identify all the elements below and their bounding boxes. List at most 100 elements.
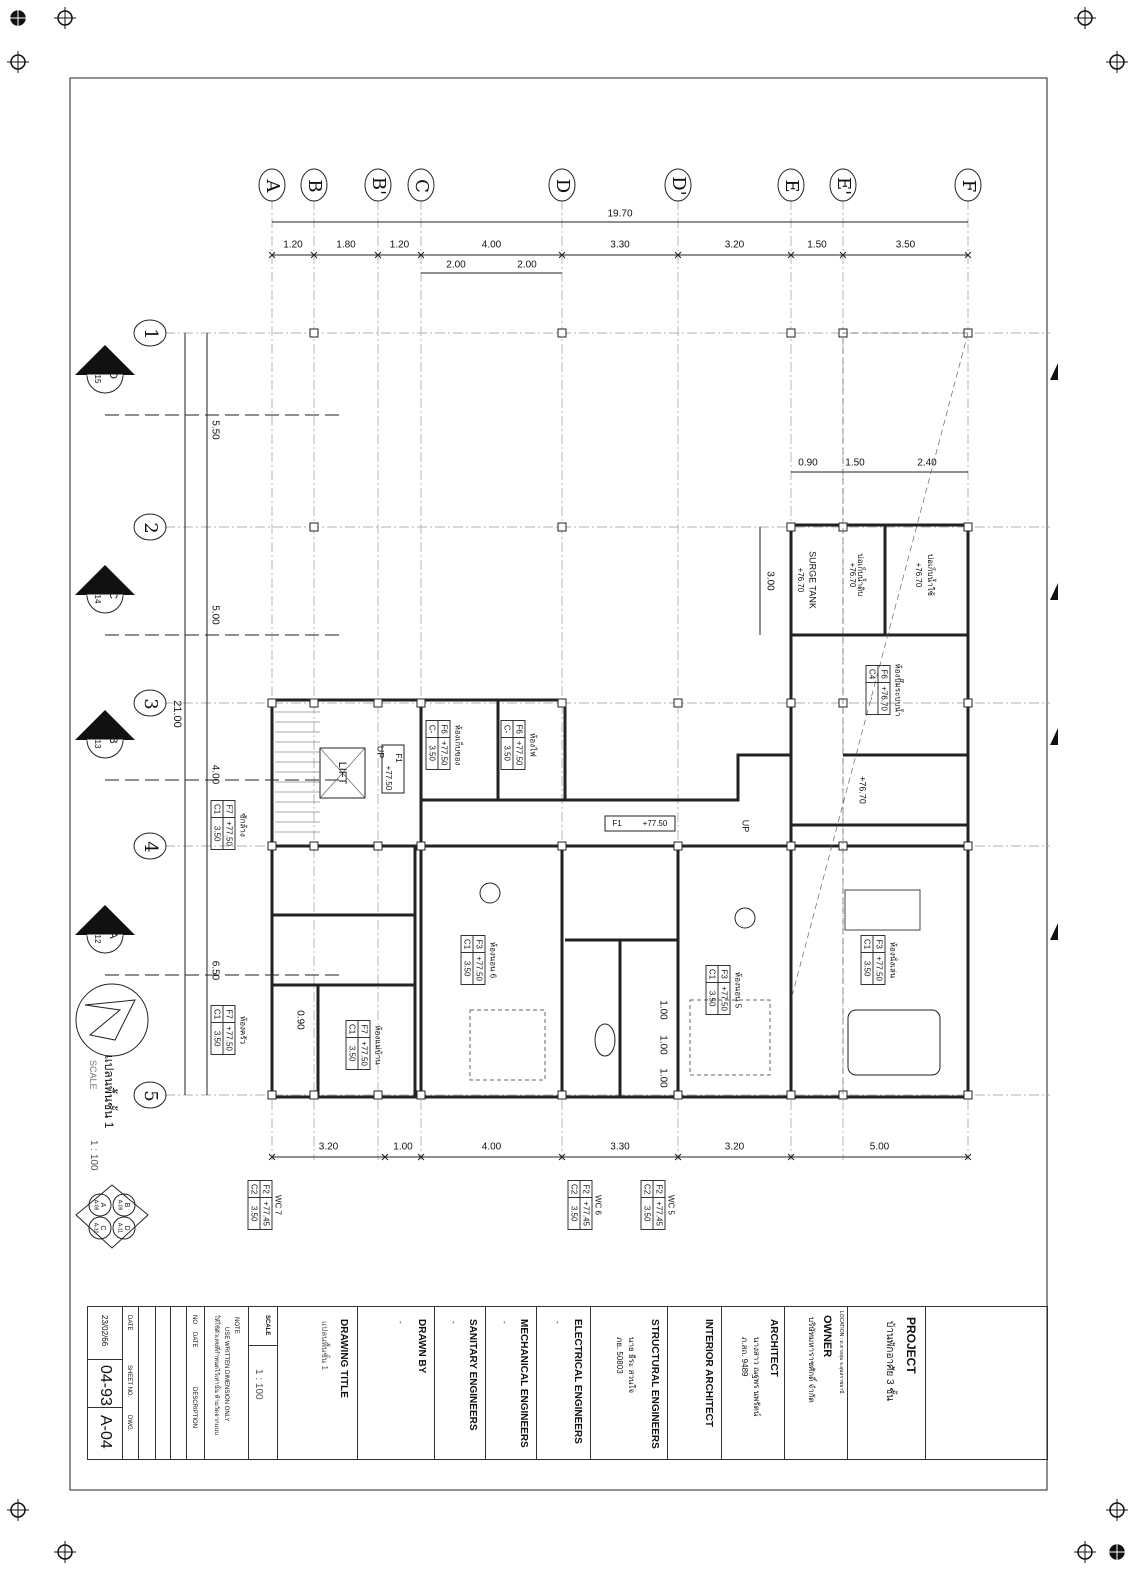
ceiling-height: 3.50: [211, 817, 223, 850]
dimension-label: 0.90: [798, 458, 818, 469]
floor-level: +77.50: [223, 817, 235, 850]
key-plan-sheet: A-08: [93, 1200, 99, 1211]
dimension-label: 2.00: [517, 260, 537, 271]
key-plan-diamond: [75, 1184, 149, 1249]
note-cell: NOTE USE WRITTEN DIMENSION ONLY ให้ใช้ตั…: [205, 1307, 249, 1459]
note-text-en: USE WRITTEN DIMENSION ONLY: [223, 1327, 229, 1422]
dimension-label: 5.50: [209, 420, 220, 440]
floor-code: F6: [513, 720, 525, 738]
structural-column: [267, 841, 277, 851]
rev-no-label: NO: [191, 1315, 197, 1324]
north-arrow-icon: [75, 983, 149, 1057]
structural-column: [416, 1090, 426, 1100]
grid-bubble-column: [954, 168, 982, 202]
structural-column: [557, 328, 567, 338]
dimension-label: 1.00: [657, 1035, 668, 1055]
grid-label-column: B: [304, 179, 325, 192]
floor-level: +76.70: [878, 682, 890, 715]
grid-bubble-column: [548, 168, 576, 202]
level-value: +76.70: [858, 776, 868, 804]
structural-column: [557, 1090, 567, 1100]
mechanical-value: -: [500, 1321, 509, 1324]
dimension-label: 1.20: [390, 240, 410, 251]
grid-bubble-column: [407, 168, 435, 202]
level-code: F1: [394, 753, 403, 763]
grid-bubble-column: [364, 168, 392, 202]
structural-value: นาย ธีระ สวนใจ: [627, 1337, 636, 1394]
structural-column: [963, 698, 973, 708]
structural-column: [673, 1090, 683, 1100]
sanitary-value: -: [449, 1321, 458, 1324]
grid-label-row: 2: [140, 522, 161, 533]
structural-column: [373, 1090, 383, 1100]
dimension-tick: [417, 251, 425, 259]
structural-column: [673, 841, 683, 851]
ceiling-code: C1: [211, 1005, 223, 1023]
grid-bubble-row: [133, 513, 167, 541]
dimension-tick: [417, 1153, 425, 1161]
level-value: +77.50: [643, 819, 668, 828]
section-letter: B: [107, 736, 119, 743]
dimension-tick: [310, 251, 318, 259]
section-sheet: A-13: [93, 732, 102, 749]
grid-label-column: B': [368, 177, 389, 195]
room-name: ซักล้าง: [238, 813, 248, 837]
structural-column: [416, 698, 426, 708]
section-marker-right-icon: [1050, 923, 1058, 940]
floor-code: F7: [223, 1005, 235, 1023]
room-name: ห้องครัว: [238, 1015, 248, 1045]
surge-tank-label: SURGE TANK: [808, 551, 818, 609]
level-box: [604, 815, 676, 832]
floor-code: F6: [878, 665, 890, 683]
dimension-label: 3.20: [725, 1142, 745, 1153]
grid-label-column: C: [411, 179, 432, 193]
dwg-label: DWG.: [126, 1415, 132, 1432]
drawing-label-scale: 1 : 100: [88, 1140, 99, 1171]
key-plan-circle: [88, 1216, 112, 1240]
ceiling-height: 3.50: [501, 737, 513, 770]
dimension-label: 1.50: [807, 240, 827, 251]
structural-column: [786, 522, 796, 532]
sheet-labels-column: DATE SHEET NO. DWG.: [123, 1307, 139, 1459]
sheet-no-label: SHEET NO.: [126, 1365, 132, 1398]
structural-column: [557, 522, 567, 532]
structural-column: [416, 841, 426, 851]
dimension-total-top: 19.70: [607, 209, 632, 220]
dimension-label: 4.00: [482, 240, 502, 251]
structural-column: [963, 841, 973, 851]
stair-up-label: UP: [741, 820, 751, 833]
floor-code: F3: [473, 935, 485, 953]
registration-mark-icon: [54, 7, 76, 29]
ceiling-code: C4: [866, 665, 878, 683]
section-arrow: [75, 905, 135, 935]
registration-mark-icon: [7, 1499, 29, 1521]
section-arrow: [75, 565, 135, 595]
north-arrow-glyph: [84, 999, 136, 1041]
bed: [469, 1009, 546, 1081]
floor-code: F2: [580, 1180, 592, 1198]
ceiling-height: 3.50: [568, 1197, 580, 1230]
registration-mark-icon: [1074, 1541, 1096, 1563]
structural-column: [309, 328, 319, 338]
dimension-label: 4.00: [482, 1142, 502, 1153]
scale-cell: SCALE 1 : 100: [249, 1307, 278, 1459]
structural-column: [309, 841, 319, 851]
grid-bubble-column: [258, 168, 286, 202]
section-marker-right-icon: [1050, 363, 1058, 380]
dimension-tick: [268, 1153, 276, 1161]
dimension-tick: [674, 251, 682, 259]
drawn-by-value: -: [396, 1321, 405, 1324]
structural-column: [786, 841, 796, 851]
section-sheet: A-14: [93, 587, 102, 604]
logo-cell: [926, 1307, 1047, 1459]
level-value: +76.70: [914, 563, 923, 588]
dimension-label: 2.00: [446, 260, 466, 271]
architect-license: ภ.สถ. 9489: [740, 1337, 749, 1377]
scale-value: 1 : 100: [253, 1369, 264, 1400]
section-marker-icon: [75, 565, 340, 636]
ceiling-code: C1: [706, 965, 718, 983]
